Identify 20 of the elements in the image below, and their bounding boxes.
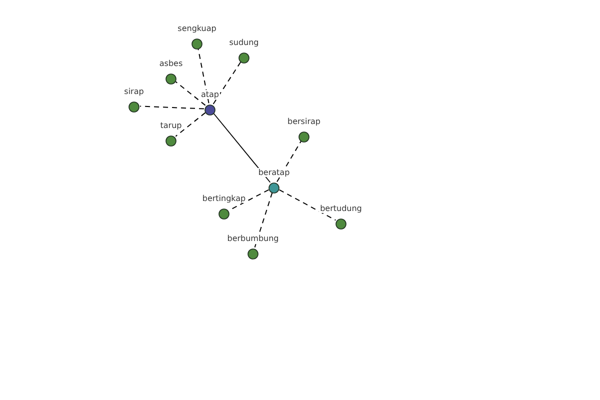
dashed-connector xyxy=(254,192,273,248)
word-label: atap xyxy=(200,90,220,99)
word-label: beratap xyxy=(257,168,291,177)
word-label: bersirap xyxy=(286,117,322,126)
word-label: tarup xyxy=(159,121,183,130)
dashed-connector xyxy=(276,140,302,182)
connector-line xyxy=(213,113,271,183)
dashed-connector xyxy=(175,112,206,137)
word-label: sengkuap xyxy=(176,24,218,33)
word-label: asbes xyxy=(158,59,184,68)
dashed-connector xyxy=(198,48,210,104)
dashed-connector xyxy=(278,189,336,221)
word-label: sirap xyxy=(123,87,145,96)
word-label: bertingkap xyxy=(201,194,247,203)
word-label: sudung xyxy=(228,38,260,47)
dashed-connector xyxy=(140,106,204,110)
dashed-connector xyxy=(175,81,206,106)
word-label: bertudung xyxy=(319,204,363,213)
dashed-connector xyxy=(212,62,242,104)
word-label: berbumbung xyxy=(226,234,280,243)
